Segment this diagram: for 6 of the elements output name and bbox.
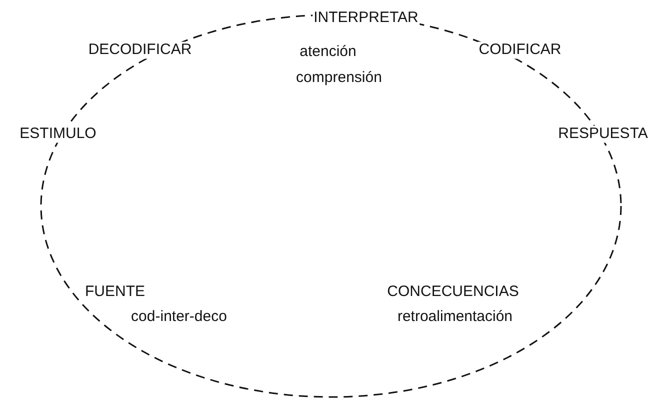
label-text: DECODIFICAR <box>87 42 193 58</box>
label-text: RESPUESTA <box>557 126 649 142</box>
label-text: ESTIMULO <box>18 126 98 142</box>
label-text: CODIFICAR <box>478 42 562 58</box>
label-text: comprensión <box>295 70 383 86</box>
label-text: INTERPRETAR <box>312 10 420 26</box>
